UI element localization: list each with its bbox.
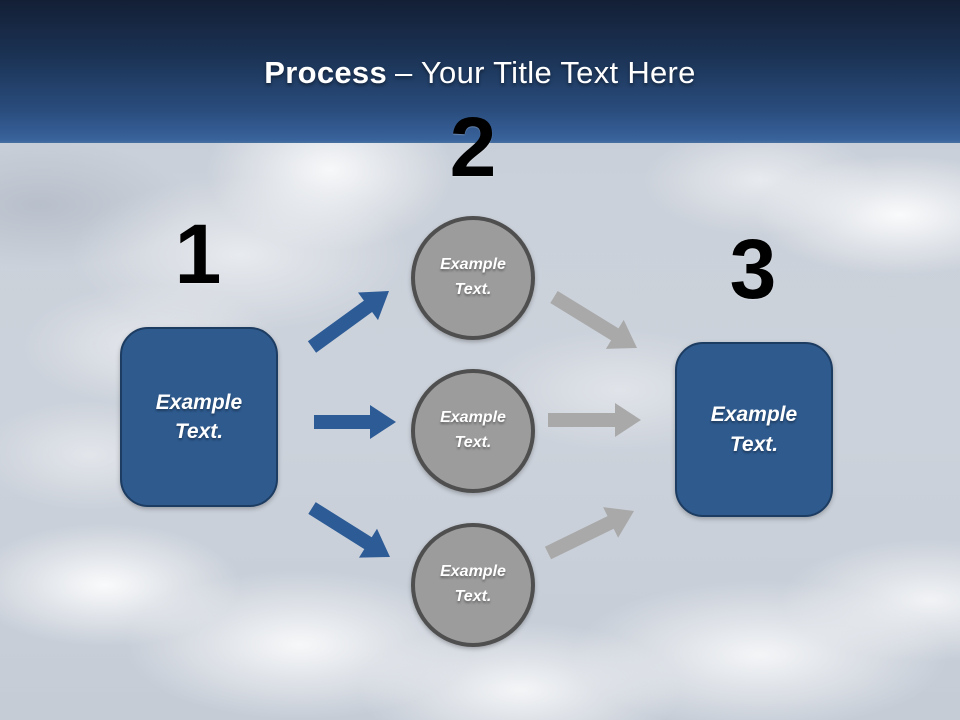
title-keyword: Process [264, 55, 388, 90]
arrow-circle1-to-box3-icon [550, 291, 637, 349]
process-circle-bottom-label: Example Text. [440, 563, 506, 605]
process-circle-top: Example Text. [411, 216, 535, 340]
process-end-label: Example Text. [710, 403, 798, 456]
process-start-label: Example Text. [155, 390, 243, 443]
process-circle-middle-label: Example Text. [440, 409, 506, 451]
arrow-circle3-to-box3-icon [544, 507, 634, 560]
process-circle-bottom: Example Text. [411, 523, 535, 647]
process-start-box: Example Text. [120, 327, 278, 507]
step-number-3: 3 [729, 222, 777, 316]
arrow-box1-to-circle1-icon [307, 291, 389, 353]
arrow-box1-to-circle3-icon [308, 502, 390, 558]
slide-header: Process– Your Title Text Here [0, 0, 960, 143]
step-number-2: 2 [449, 100, 497, 194]
process-circle-middle: Example Text. [411, 369, 535, 493]
title-subtitle: – Your Title Text Here [395, 55, 696, 90]
process-circle-top-label: Example Text. [440, 256, 506, 298]
process-end-box: Example Text. [675, 342, 833, 517]
slide-title: Process– Your Title Text Here [0, 55, 960, 91]
arrow-circle2-to-box3-icon [548, 403, 641, 437]
arrow-box1-to-circle2-icon [314, 405, 396, 439]
step-number-1: 1 [174, 207, 222, 301]
